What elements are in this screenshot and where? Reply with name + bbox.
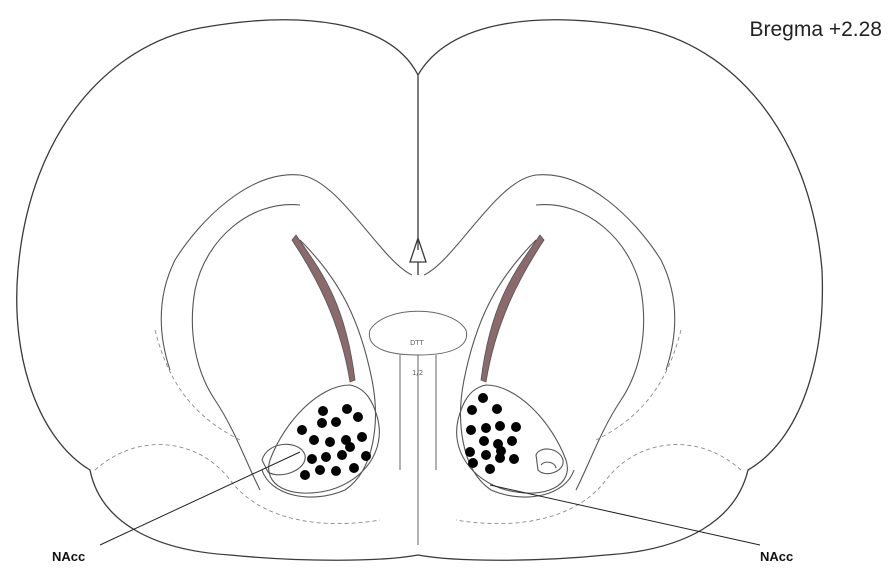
right-placement-dot [492, 404, 502, 414]
left-placement-dot [318, 406, 328, 416]
right-lateral-dashed [596, 330, 681, 440]
right-placement-dot [466, 425, 476, 435]
right-placement-dot [509, 454, 519, 464]
right-pointer-line [490, 485, 760, 545]
right-placement-dot [479, 436, 489, 446]
right-placement-dots [465, 393, 521, 474]
right-lateral-ventricle [481, 235, 544, 382]
left-placement-dot [300, 470, 310, 480]
septum-outline [369, 311, 466, 355]
left-placement-dot [309, 435, 319, 445]
label-pointers [100, 452, 760, 545]
left-placement-dot [321, 452, 331, 462]
midline-tag-lower: 1/2 [412, 369, 423, 377]
right-placement-dot [495, 453, 505, 463]
right-placement-dot [495, 421, 505, 431]
left-placement-dot [307, 454, 317, 464]
right-placement-dot [511, 422, 521, 432]
left-external-capsule [192, 205, 300, 490]
right-placement-dot [465, 447, 475, 457]
left-placement-dot [331, 466, 341, 476]
left-placement-dot [357, 432, 367, 442]
right-nacc-label: NAcc [760, 549, 793, 564]
left-placement-dot [337, 450, 347, 460]
left-placement-dot [325, 437, 335, 447]
right-anterior-commissure [536, 449, 563, 474]
right-placement-dot [478, 393, 488, 403]
right-corpus-callosum [424, 175, 675, 370]
outer-contour [17, 20, 823, 560]
right-external-capsule [536, 205, 644, 490]
left-placement-dot [345, 442, 355, 452]
left-placement-dot [297, 425, 307, 435]
brain-outline [17, 20, 823, 560]
left-placement-dot [349, 463, 359, 473]
left-placement-dots [297, 404, 371, 480]
bregma-label: Bregma +2.28 [749, 18, 882, 42]
left-inner-structures [161, 175, 412, 497]
midline-fissure [410, 75, 426, 275]
left-nacc-label: NAcc [52, 549, 85, 564]
left-corpus-callosum [161, 175, 412, 370]
left-pointer-line [100, 452, 300, 545]
left-lateral-ventricle [292, 235, 355, 382]
left-placement-dot [331, 417, 341, 427]
right-placement-dot [485, 464, 495, 474]
midline-tag-upper: DTT [410, 339, 425, 347]
left-placement-dot [342, 404, 352, 414]
right-placement-dot [468, 458, 478, 468]
left-lateral-dashed [155, 330, 240, 440]
left-placement-dot [361, 451, 371, 461]
septum-column [400, 355, 436, 545]
left-placement-dot [317, 418, 327, 428]
right-placement-dot [481, 450, 491, 460]
left-placement-dot [353, 412, 363, 422]
right-placement-dot [467, 405, 477, 415]
left-placement-dot [315, 465, 325, 475]
right-placement-dot [481, 423, 491, 433]
right-placement-dot [507, 436, 517, 446]
right-inner-structures [424, 175, 675, 497]
